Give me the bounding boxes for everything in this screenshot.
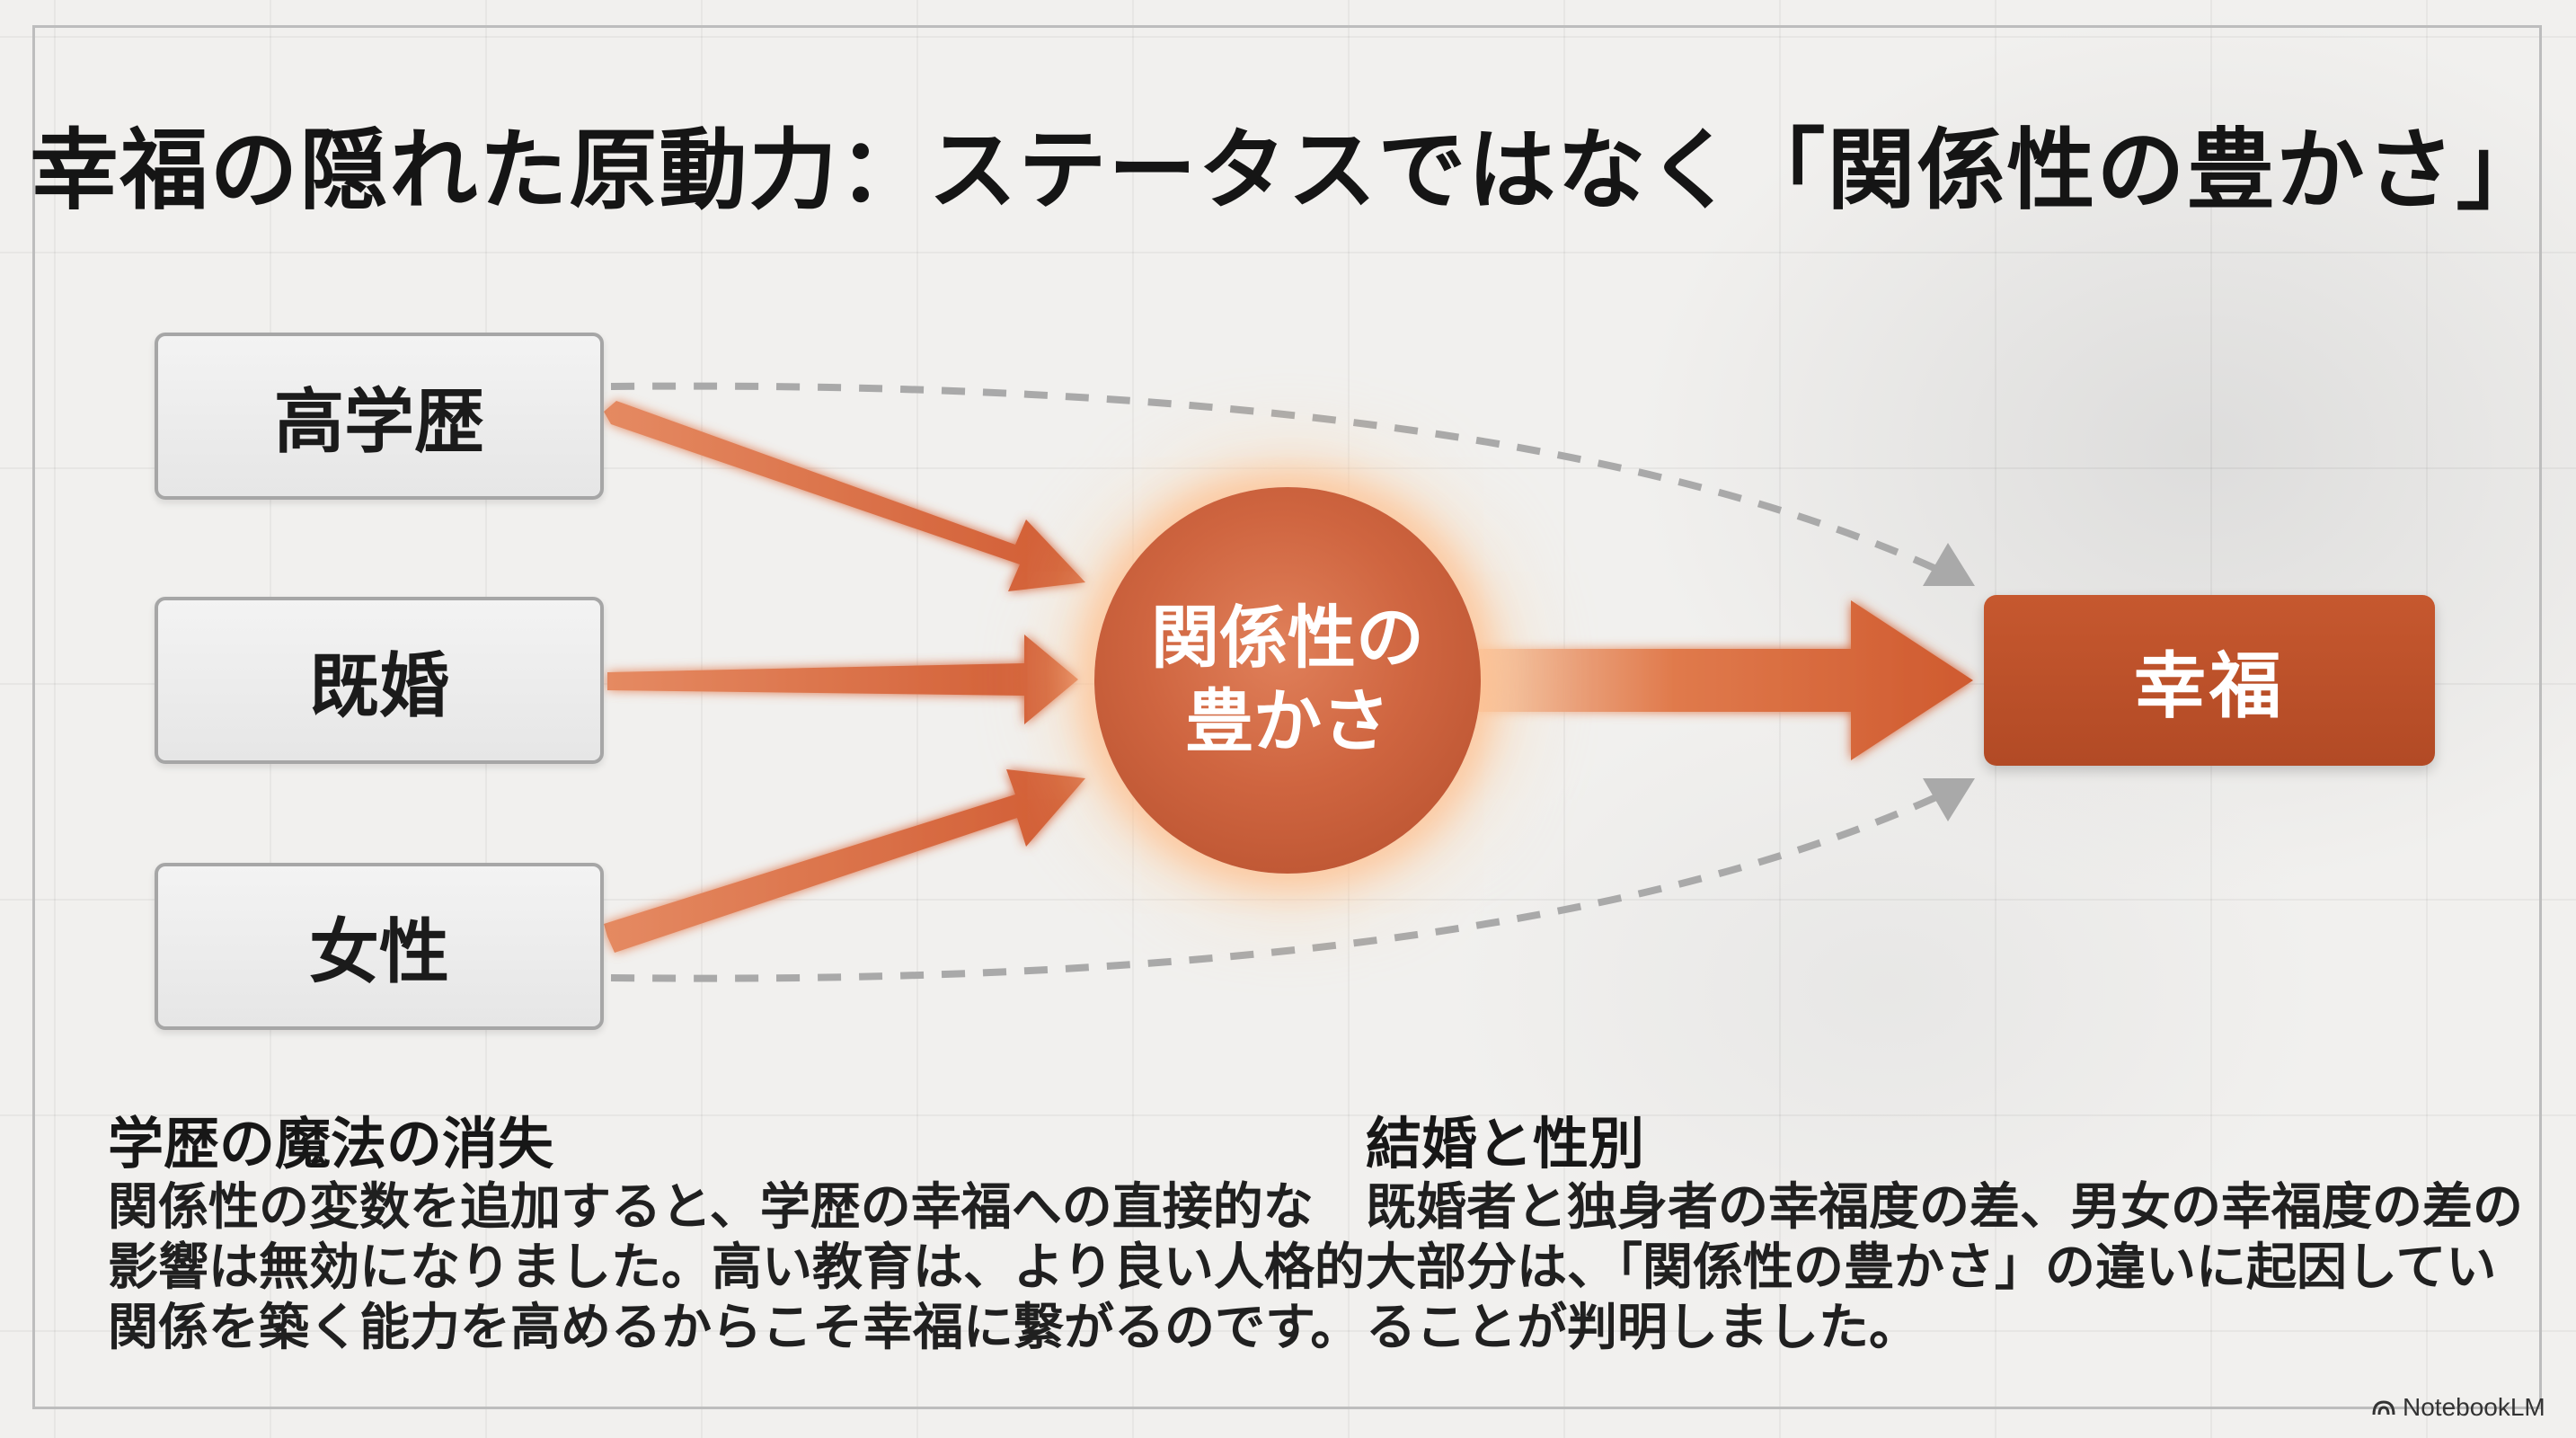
arrow-from-education: [604, 401, 1085, 591]
caption-right-heading: 結婚と性別: [1366, 1111, 1645, 1176]
input-label-married: 既婚: [308, 646, 449, 727]
notebooklm-logo-icon: [2372, 1400, 2395, 1416]
input-box-married: 既婚: [155, 597, 604, 764]
output-label: 幸福: [2134, 644, 2285, 728]
caption-left-line: 関係性の変数を追加すると、学歴の幸福への直接的な: [108, 1178, 1314, 1237]
caption-left-line: 影響は無効になりました。高い教育は、より良い人格的: [108, 1238, 1365, 1298]
caption-right-body: 既婚者と独身者の幸福度の差、男女の幸福度の差の 大部分は、「関係性の豊かさ」の違…: [1366, 1177, 2523, 1359]
caption-left-line: 関係を築く能力を高めるからこそ幸福に繋がるのです。: [108, 1299, 1361, 1358]
arrow-from-female: [604, 769, 1085, 953]
slide-frame: [32, 25, 2542, 1409]
dashed-arrowhead-bottom: [1923, 778, 1975, 821]
hub-label-line1: 関係性の: [1151, 598, 1424, 679]
notebooklm-watermark: NotebookLM: [2372, 1393, 2545, 1422]
hub-relationship-richness: 関係性の 豊かさ: [1094, 487, 1481, 874]
caption-right-line: ることが判明しました。: [1366, 1299, 1919, 1358]
caption-right-line: 大部分は、「関係性の豊かさ」の違いに起因してい: [1366, 1238, 2497, 1298]
arrow-hub-to-happiness: [1474, 600, 1973, 760]
dashed-bypass-top: [610, 382, 1952, 579]
input-box-high-education: 高学歴: [155, 333, 604, 500]
caption-left-heading: 学歴の魔法の消失: [108, 1111, 554, 1176]
slide-title: 幸福の隠れた原動力：ステータスではなく「関係性の豊かさ」: [30, 120, 2546, 222]
caption-right-line: 既婚者と独身者の幸福度の差、男女の幸福度の差の: [1366, 1178, 2523, 1237]
input-box-female: 女性: [155, 863, 604, 1030]
input-label-high-education: 高学歴: [273, 382, 484, 463]
output-box-happiness: 幸福: [1984, 595, 2435, 766]
input-label-female: 女性: [308, 912, 449, 993]
watermark-text: NotebookLM: [2403, 1393, 2545, 1421]
hub-label-line2: 豊かさ: [1185, 681, 1390, 761]
arrow-from-married: [607, 635, 1078, 724]
caption-left-body: 関係性の変数を追加すると、学歴の幸福への直接的な 影響は無効になりました。高い教…: [108, 1177, 1365, 1359]
dashed-arrowhead-top: [1923, 543, 1975, 586]
dashed-bypass-bottom: [610, 787, 1952, 982]
